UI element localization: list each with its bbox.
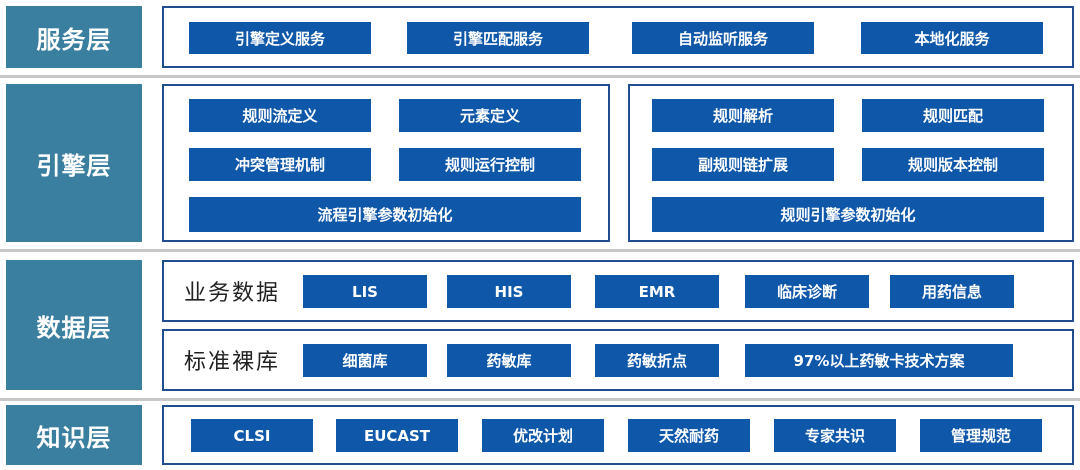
standard-item-susceptibility-library: 药敏库: [447, 344, 571, 377]
knowledge-item-clsi: CLSI: [191, 419, 313, 452]
engine-conflict-management: 冲突管理机制: [189, 148, 371, 181]
service-item-auto-monitor: 自动监听服务: [632, 22, 814, 54]
engine-rule-flow-definition: 规则流定义: [189, 99, 371, 132]
engine-layer-label: 引擎层: [6, 84, 142, 242]
standard-library-label: 标准裸库: [184, 350, 281, 375]
separator-3: [0, 398, 1080, 401]
standard-item-breakpoints: 药敏折点: [595, 344, 719, 377]
business-item-clinical-diagnosis: 临床诊断: [745, 275, 869, 308]
engine-right-panel: 规则解析 规则匹配 副规则链扩展 规则版本控制 规则引擎参数初始化: [628, 84, 1074, 242]
service-layer-label: 服务层: [6, 6, 142, 68]
engine-rule-parsing: 规则解析: [652, 99, 834, 132]
knowledge-layer-label: 知识层: [6, 405, 142, 465]
business-item-medication-info: 用药信息: [890, 275, 1014, 308]
engine-rule-version-control: 规则版本控制: [862, 148, 1044, 181]
data-layer-label: 数据层: [6, 260, 142, 390]
business-item-lis: LIS: [303, 275, 427, 308]
engine-left-panel: 规则流定义 元素定义 冲突管理机制 规则运行控制 流程引擎参数初始化: [162, 84, 610, 242]
engine-sub-rule-chain: 副规则链扩展: [652, 148, 834, 181]
service-item-engine-definition: 引擎定义服务: [189, 22, 371, 54]
knowledge-item-expert-consensus: 专家共识: [774, 419, 896, 452]
data-business-panel: 业务数据 LIS HIS EMR 临床诊断 用药信息: [162, 260, 1074, 322]
knowledge-layer-panel: CLSI EUCAST 优改计划 天然耐药 专家共识 管理规范: [162, 405, 1074, 465]
knowledge-item-management-standard: 管理规范: [920, 419, 1042, 452]
data-standard-panel: 标准裸库 细菌库 药敏库 药敏折点 97%以上药敏卡技术方案: [162, 329, 1074, 391]
engine-element-definition: 元素定义: [399, 99, 581, 132]
standard-item-bacteria-library: 细菌库: [303, 344, 427, 377]
separator-1: [0, 75, 1080, 78]
service-item-engine-matching: 引擎匹配服务: [407, 22, 589, 54]
service-layer-panel: 引擎定义服务 引擎匹配服务 自动监听服务 本地化服务: [162, 6, 1074, 68]
service-item-localization: 本地化服务: [861, 22, 1043, 54]
engine-flow-param-init: 流程引擎参数初始化: [189, 197, 581, 232]
engine-rule-run-control: 规则运行控制: [399, 148, 581, 181]
engine-rule-param-init: 规则引擎参数初始化: [652, 197, 1044, 232]
knowledge-item-natural-resistance: 天然耐药: [628, 419, 750, 452]
business-item-emr: EMR: [595, 275, 719, 308]
business-item-his: HIS: [447, 275, 571, 308]
engine-rule-matching: 规则匹配: [862, 99, 1044, 132]
knowledge-item-eucast: EUCAST: [336, 419, 458, 452]
business-data-label: 业务数据: [184, 281, 281, 306]
standard-item-card-solution: 97%以上药敏卡技术方案: [745, 344, 1013, 377]
knowledge-item-improvement-plan: 优改计划: [482, 419, 604, 452]
separator-2: [0, 249, 1080, 252]
